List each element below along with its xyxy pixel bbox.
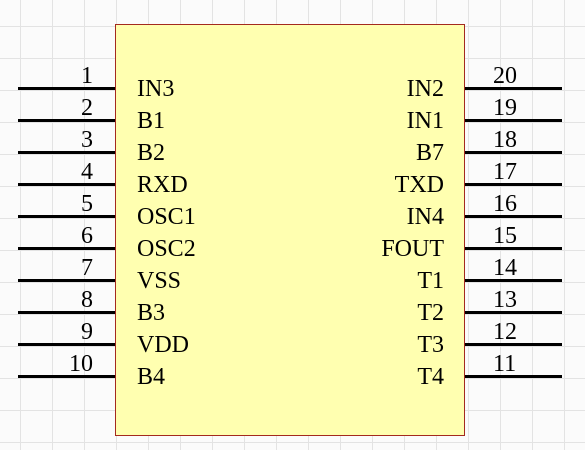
pin-line <box>465 119 562 122</box>
pin-number: 15 <box>493 223 517 249</box>
pin-13[interactable]: 13 <box>465 288 562 328</box>
pin-name-label: VDD <box>137 332 189 358</box>
pin-number: 10 <box>69 351 93 377</box>
pin-line <box>465 311 562 314</box>
pin-4[interactable]: 4 <box>18 160 115 200</box>
pin-line <box>465 183 562 186</box>
pin-number: 5 <box>81 191 93 217</box>
pin-number: 20 <box>493 63 517 89</box>
pin-line <box>18 151 115 154</box>
pin-8[interactable]: 8 <box>18 288 115 328</box>
pin-name-label: IN2 <box>406 76 444 102</box>
pin-line <box>18 183 115 186</box>
pin-number: 13 <box>493 287 517 313</box>
pin-line <box>18 87 115 90</box>
pin-9[interactable]: 9 <box>18 320 115 360</box>
pin-3[interactable]: 3 <box>18 128 115 168</box>
pin-number: 6 <box>81 223 93 249</box>
pin-number: 16 <box>493 191 517 217</box>
pin-1[interactable]: 1 <box>18 64 115 104</box>
pin-10[interactable]: 10 <box>18 352 115 392</box>
pin-name-label: B1 <box>137 108 166 134</box>
pin-15[interactable]: 15 <box>465 224 562 264</box>
pin-number: 2 <box>81 95 93 121</box>
pin-name-label: FOUT <box>381 236 444 262</box>
pin-number: 14 <box>493 255 517 281</box>
pin-11[interactable]: 11 <box>465 352 562 392</box>
pin-number: 19 <box>493 95 517 121</box>
pin-line <box>18 279 115 282</box>
pin-name-label: RXD <box>137 172 188 198</box>
pin-line <box>465 375 562 378</box>
pin-line <box>465 151 562 154</box>
pin-7[interactable]: 7 <box>18 256 115 296</box>
pin-name-label: B7 <box>415 140 444 166</box>
pin-5[interactable]: 5 <box>18 192 115 232</box>
pin-name-label: IN4 <box>406 204 444 230</box>
pin-line <box>18 375 115 378</box>
pin-line <box>465 279 562 282</box>
pin-12[interactable]: 12 <box>465 320 562 360</box>
pin-number: 3 <box>81 127 93 153</box>
pin-line <box>18 215 115 218</box>
pin-20[interactable]: 20 <box>465 64 562 104</box>
pin-18[interactable]: 18 <box>465 128 562 168</box>
pin-number: 7 <box>81 255 93 281</box>
pin-number: 18 <box>493 127 517 153</box>
pin-name-label: IN1 <box>406 108 444 134</box>
pin-name-label: B4 <box>137 364 166 390</box>
pin-line <box>465 215 562 218</box>
pin-name-label: T4 <box>417 364 444 390</box>
pin-name-label: B3 <box>137 300 166 326</box>
pin-line <box>465 87 562 90</box>
pin-number: 11 <box>493 351 517 377</box>
pin-14[interactable]: 14 <box>465 256 562 296</box>
pin-name-label: VSS <box>137 268 182 294</box>
ic-component-body[interactable] <box>115 24 465 436</box>
pin-name-label: T2 <box>417 300 444 326</box>
pin-number: 9 <box>81 319 93 345</box>
pin-name-label: OSC2 <box>137 236 196 262</box>
pin-line <box>465 343 562 346</box>
pin-19[interactable]: 19 <box>465 96 562 136</box>
pin-6[interactable]: 6 <box>18 224 115 264</box>
pin-17[interactable]: 17 <box>465 160 562 200</box>
pin-number: 12 <box>493 319 517 345</box>
pin-2[interactable]: 2 <box>18 96 115 136</box>
pin-number: 8 <box>81 287 93 313</box>
pin-name-label: T1 <box>417 268 444 294</box>
pin-line <box>18 119 115 122</box>
pin-name-label: T3 <box>417 332 444 358</box>
pin-line <box>18 343 115 346</box>
pin-line <box>465 247 562 250</box>
pin-name-label: TXD <box>394 172 444 198</box>
pin-line <box>18 247 115 250</box>
pin-number: 4 <box>81 159 93 185</box>
pin-number: 17 <box>493 159 517 185</box>
pin-name-label: OSC1 <box>137 204 196 230</box>
pin-line <box>18 311 115 314</box>
pin-number: 1 <box>81 63 93 89</box>
pin-name-label: IN3 <box>137 76 175 102</box>
pin-16[interactable]: 16 <box>465 192 562 232</box>
pin-name-label: B2 <box>137 140 166 166</box>
